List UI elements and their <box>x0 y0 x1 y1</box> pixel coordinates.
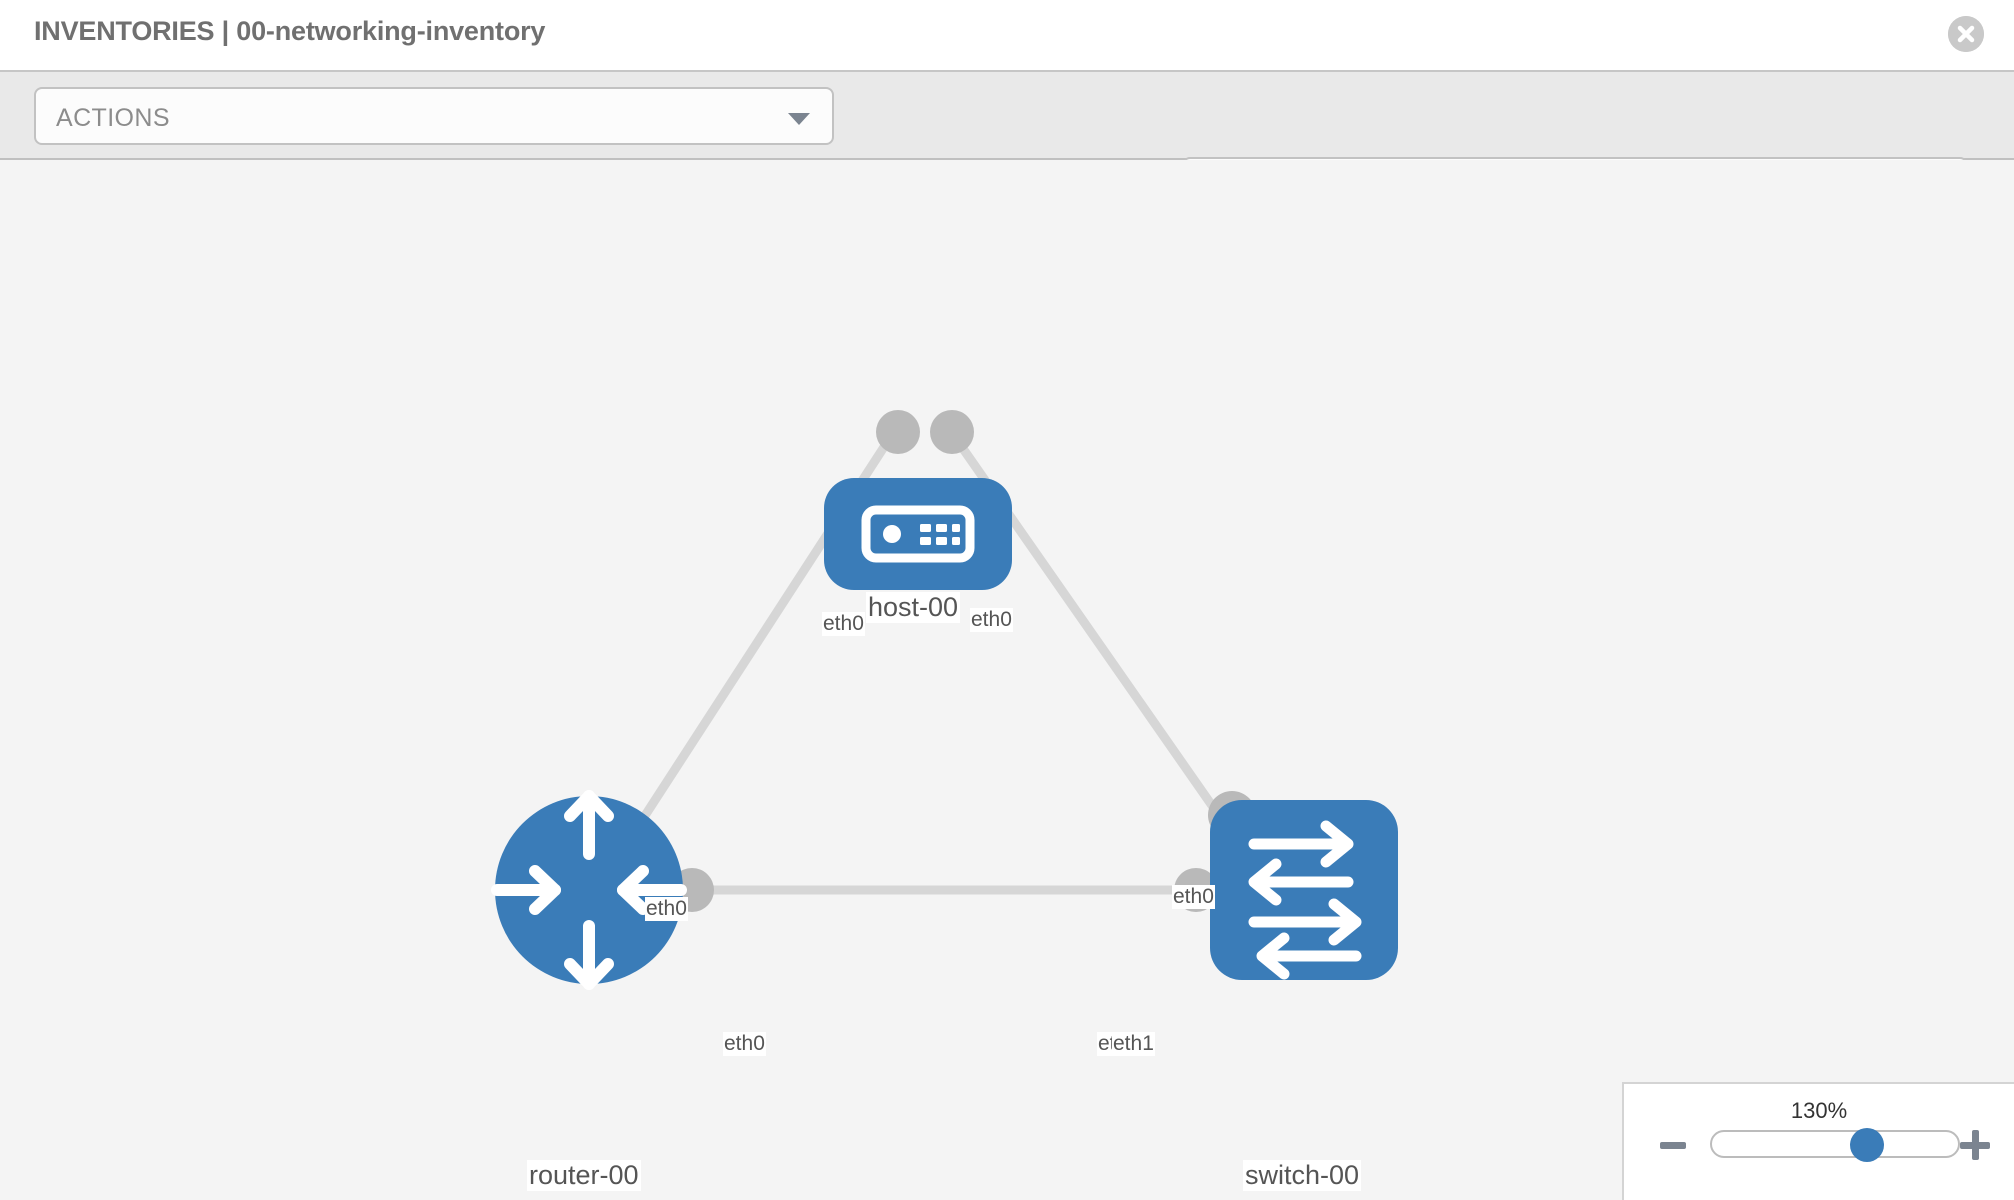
close-icon[interactable] <box>1948 16 1984 52</box>
toolbar: ACTIONS SEARCH <box>0 70 2014 215</box>
zoom-level-value: 130% <box>1790 1098 1848 1123</box>
chevron-down-icon <box>788 113 810 125</box>
iface-label: eth0 <box>970 608 1013 632</box>
page-header: INVENTORIES | 00-networking-inventory <box>0 0 2014 70</box>
server-icon <box>861 505 975 563</box>
iface-label: eth0 <box>645 897 688 921</box>
actions-dropdown[interactable]: ACTIONS <box>34 87 834 145</box>
zoom-control-panel: 130% <box>1622 1082 2014 1200</box>
node-label-router-00[interactable]: router-00 <box>527 1160 641 1191</box>
port-dot <box>930 410 974 454</box>
router-icon <box>491 790 687 990</box>
iface-label: eth0 <box>1172 885 1215 909</box>
topology-graph <box>491 410 1398 990</box>
switch-icon <box>1248 820 1362 980</box>
node-switch-00 <box>1210 800 1398 980</box>
iface-label: eth0 <box>723 1032 766 1056</box>
zoom-slider[interactable] <box>1710 1128 1960 1162</box>
minus-icon[interactable] <box>1660 1142 1686 1149</box>
node-router-00 <box>491 790 687 990</box>
port-dot <box>876 410 920 454</box>
iface-label: eth0 <box>822 612 865 636</box>
node-label-host-00[interactable]: host-00 <box>866 592 961 623</box>
plus-icon[interactable] <box>1960 1130 1990 1160</box>
node-label-switch-00[interactable]: switch-00 <box>1243 1160 1362 1191</box>
topology-canvas[interactable]: host-00 router-00 switch-00 eth0 eth0 et… <box>0 160 2014 1200</box>
page-title: INVENTORIES | 00-networking-inventory <box>34 16 546 46</box>
node-host-00 <box>824 478 1012 590</box>
actions-dropdown-label: ACTIONS <box>56 104 170 132</box>
zoom-slider-thumb[interactable] <box>1850 1128 1884 1162</box>
iface-label: eth1 <box>1112 1032 1155 1056</box>
